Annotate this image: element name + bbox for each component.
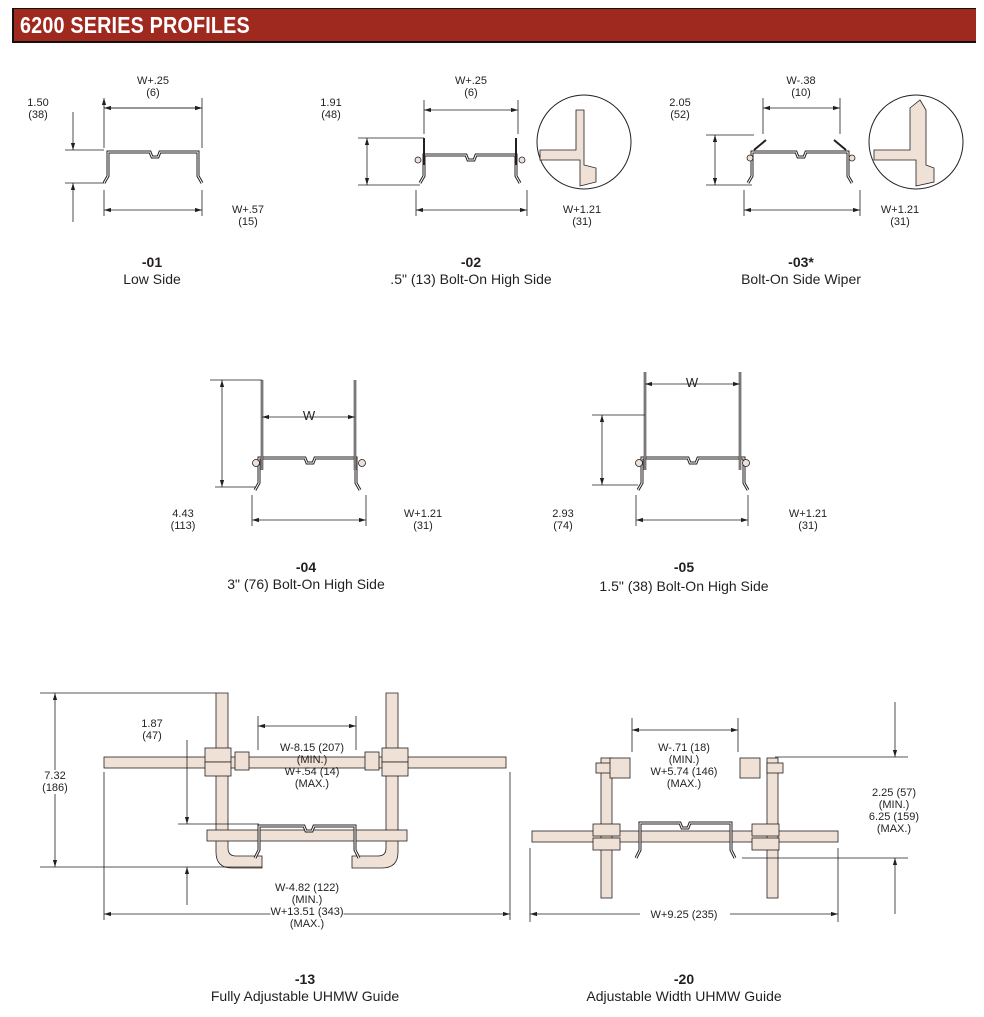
dim-max: W+13.51 (343) <box>270 906 344 918</box>
top-dim-20: W-.71 (18)(MIN.)W+5.74 (146)(MAX.) <box>651 742 718 790</box>
dim-value: 2.93 <box>552 508 574 520</box>
profile-04-drawing <box>210 379 367 526</box>
dim-metric: (31) <box>572 216 592 228</box>
profile-name-05: 1.5" (38) Bolt-On High Side <box>599 578 769 594</box>
height-dim-02: 1.91(48) <box>320 97 341 121</box>
dim-metric: (52) <box>670 109 690 121</box>
dim-metric: (74) <box>553 520 573 532</box>
dim-value: W+1.21 <box>403 508 443 520</box>
top-dim-03: W-.38(10) <box>786 75 815 99</box>
dim-value: 1.87 <box>141 718 163 730</box>
dim-max-label: (MAX.) <box>666 778 702 790</box>
profile-02-drawing <box>358 94 632 216</box>
profile-05-drawing <box>592 372 750 526</box>
dim-max-label: (MAX.) <box>876 823 912 835</box>
dim-metric: (6) <box>146 87 160 99</box>
dim-value: W-.38 <box>786 75 816 87</box>
profile-code-01: -01 <box>141 254 163 270</box>
dim-value: W+1.21 <box>788 508 828 520</box>
dim-min-label: (MIN.) <box>878 799 910 811</box>
profile-name-04: 3" (76) Bolt-On High Side <box>227 576 385 592</box>
profile-code-04: -04 <box>295 559 317 575</box>
top-dim-02: W+.25(6) <box>455 75 487 99</box>
dim-metric: (47) <box>142 730 162 742</box>
bottom-dim-05: W+1.21(31) <box>789 508 827 532</box>
offset-dim-13: 1.87(47) <box>141 718 162 742</box>
dim-metric: (186) <box>42 782 68 794</box>
profile-name-02: .5" (13) Bolt-On High Side <box>390 271 552 287</box>
profile-name-20: Adjustable Width UHMW Guide <box>586 988 782 1004</box>
dim-metric: (31) <box>890 216 910 228</box>
dim-value: 1.50 <box>27 97 49 109</box>
dim-value: 1.91 <box>320 97 342 109</box>
dim-max-label: (MAX.) <box>294 778 330 790</box>
dim-min: W-8.15 (207) <box>280 742 344 754</box>
profile-code-05: -05 <box>673 559 695 575</box>
height-dim-01: 1.50(38) <box>27 97 48 121</box>
dim-value: W+.57 <box>231 204 265 216</box>
height-dim-05: 2.93(74) <box>552 508 573 532</box>
profile-20-drawing <box>529 702 908 922</box>
height-dim-03: 2.05(52) <box>669 97 690 121</box>
dim-min-label: (MIN.) <box>296 754 328 766</box>
dim-metric: (38) <box>28 109 48 121</box>
dim-value: W+1.21 <box>880 204 920 216</box>
dim-max: W+.54 (14) <box>284 766 340 778</box>
dim-metric: (6) <box>464 87 478 99</box>
dim-max-label: (MAX.) <box>289 918 325 930</box>
dim-metric: (31) <box>413 520 433 532</box>
dim-max: W+5.74 (146) <box>650 766 718 778</box>
dim-metric: (31) <box>798 520 818 532</box>
profile-01-drawing <box>65 98 202 222</box>
width-dim-05: W <box>685 375 699 390</box>
dim-value: W+9.25 (235) <box>650 909 718 921</box>
bottom-dim-13: W-4.82 (122)(MIN.)W+13.51 (343)(MAX.) <box>270 882 344 930</box>
bottom-dim-03: W+1.21(31) <box>881 204 919 228</box>
profile-name-13: Fully Adjustable UHMW Guide <box>210 988 400 1004</box>
profile-code-13: -13 <box>294 971 316 987</box>
width-dim-04: W <box>302 408 316 423</box>
section-header: 6200 SERIES PROFILES <box>12 8 976 43</box>
dim-metric: (15) <box>238 216 258 228</box>
dim-min: 2.25 (57) <box>871 787 917 799</box>
profile-code-20: -20 <box>673 971 695 987</box>
height-dim-13: 7.32(186) <box>42 770 68 794</box>
dim-metric: (10) <box>791 87 811 99</box>
top-dim-01: W+.25(6) <box>137 75 169 99</box>
dim-min: W-.71 (18) <box>658 742 710 754</box>
bottom-dim-02: W+1.21(31) <box>563 204 601 228</box>
dim-value: W+1.21 <box>562 204 602 216</box>
profile-03-drawing <box>706 94 964 216</box>
profile-name-03: Bolt-On Side Wiper <box>741 271 861 287</box>
dim-max: 6.25 (159) <box>868 811 920 823</box>
profile-name-01: Low Side <box>123 271 181 287</box>
dim-value: 4.43 <box>172 508 194 520</box>
top-dim-13: W-8.15 (207)(MIN.)W+.54 (14)(MAX.) <box>280 742 344 790</box>
bottom-dim-20: W+9.25 (235) <box>651 909 718 921</box>
dim-value: 7.32 <box>44 770 66 782</box>
height-dim-04: 4.43(113) <box>171 508 196 532</box>
bottom-dim-04: W+1.21(31) <box>404 508 442 532</box>
dim-value: 2.05 <box>669 97 691 109</box>
profile-code-02: -02 <box>460 254 482 270</box>
dim-metric: (48) <box>321 109 341 121</box>
dim-min-label: (MIN.) <box>291 894 323 906</box>
dim-value: W+.25 <box>136 75 170 87</box>
dim-min: W-4.82 (122) <box>274 882 339 894</box>
height-dim-20: 2.25 (57)(MIN.)6.25 (159)(MAX.) <box>868 787 920 835</box>
dim-metric: (113) <box>170 520 196 532</box>
dim-value: W <box>685 375 699 390</box>
dim-value: W+.25 <box>454 75 488 87</box>
dim-value: W <box>302 408 316 423</box>
bottom-dim-01: W+.57(15) <box>232 204 264 228</box>
dim-min-label: (MIN.) <box>668 754 700 766</box>
profile-code-03: -03* <box>788 254 814 270</box>
section-title: 6200 SERIES PROFILES <box>20 12 250 38</box>
profile-13-drawing <box>40 692 511 920</box>
